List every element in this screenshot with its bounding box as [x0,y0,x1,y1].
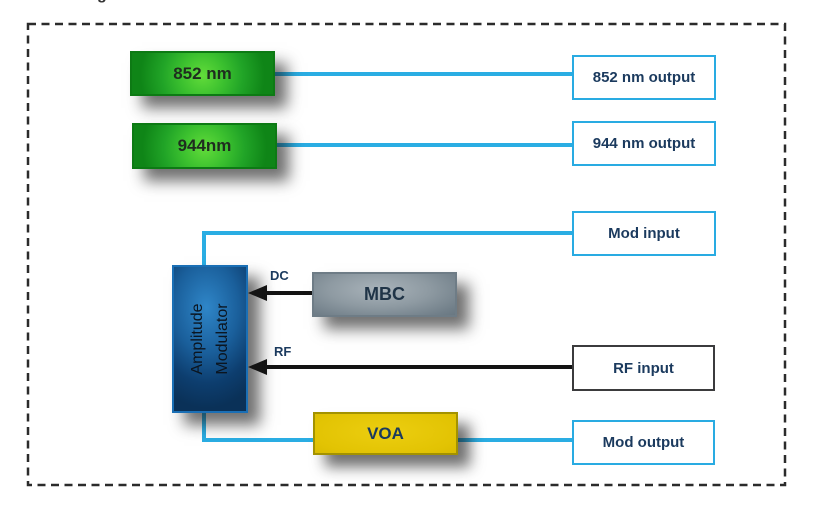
port-rf-input-box: RF input [572,345,715,391]
port-852-output-box: 852 nm output [572,55,716,100]
line-944-output [272,143,574,147]
clipped-top-text: g [97,0,107,4]
voa-box: VOA [313,412,458,455]
port-944-output-box: 944 nm output [572,121,716,166]
port-mod-input-label: Mod input [608,225,680,242]
port-rf-input-label: RF input [613,359,674,377]
rf-arrow-line [260,365,574,369]
dc-label: DC [270,268,289,283]
port-mod-output-label: Mod output [602,434,685,451]
port-944-output-label: 944 nm output [592,135,696,152]
rf-label: RF [274,344,292,359]
rf-arrowhead-icon [248,359,267,375]
port-852-output-label: 852 nm output [592,69,696,86]
laser-852-label: 852 nm [173,63,232,83]
amplitude-modulator-label: Amplitude Modulator [189,303,231,375]
port-mod-input-box: Mod input [572,211,716,256]
laser-852-box: 852 nm [130,51,275,96]
dc-arrow-line [260,291,314,295]
mbc-label: MBC [364,284,405,304]
dc-arrowhead-icon [248,285,267,301]
mbc-box: MBC [312,272,457,317]
laser-944-label: 944nm [177,136,232,155]
line-852-output [270,72,574,76]
line-mod-output-v [202,410,206,441]
line-mod-input-v [202,231,206,267]
laser-944-box: 944nm [132,123,277,169]
voa-label: VOA [367,423,404,443]
port-mod-output-box: Mod output [572,420,715,465]
amplitude-modulator-box: Amplitude Modulator [172,265,248,413]
line-mod-input-h [202,231,574,235]
